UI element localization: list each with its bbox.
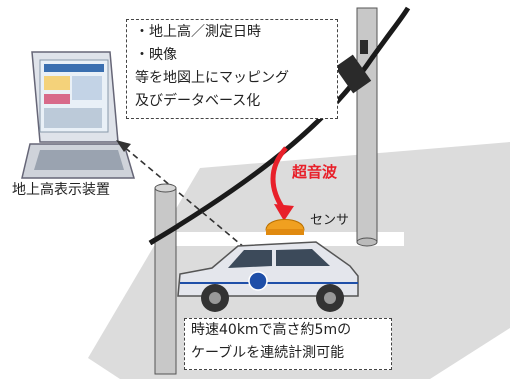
ultrasonic-arrowhead <box>274 204 294 221</box>
speed-box: 時速40kmで高さ約5mの ケーブルを連続計測可能 <box>184 318 392 370</box>
ultrasonic-arrow <box>270 146 288 212</box>
ultrasonic-label: 超音波 <box>292 163 338 181</box>
speed-line-1: 時速40kmで高さ約5mの <box>191 322 352 338</box>
sensor-label: センサ <box>310 213 350 228</box>
laptop-icon <box>21 51 136 179</box>
data-flow-arrowhead <box>116 140 131 152</box>
info-line-2: ・映像 <box>135 47 177 63</box>
speed-line-2: ケーブルを連続計測可能 <box>191 345 345 361</box>
data-flow-arrow <box>122 145 246 249</box>
cable-clamp-icon <box>334 40 372 94</box>
device-label: 地上高表示装置 <box>12 182 110 198</box>
utility-pole-front <box>154 183 177 375</box>
measurement-car <box>177 241 359 312</box>
info-line-3: 等を地図上にマッピング <box>135 70 289 86</box>
info-line-1: ・地上高／測定日時 <box>135 24 261 40</box>
info-line-4: 及びデータベース化 <box>135 93 261 109</box>
info-box: ・地上高／測定日時 ・映像 等を地図上にマッピング 及びデータベース化 <box>126 19 338 119</box>
lane-marking <box>150 232 404 246</box>
utility-pole-back <box>356 7 378 247</box>
